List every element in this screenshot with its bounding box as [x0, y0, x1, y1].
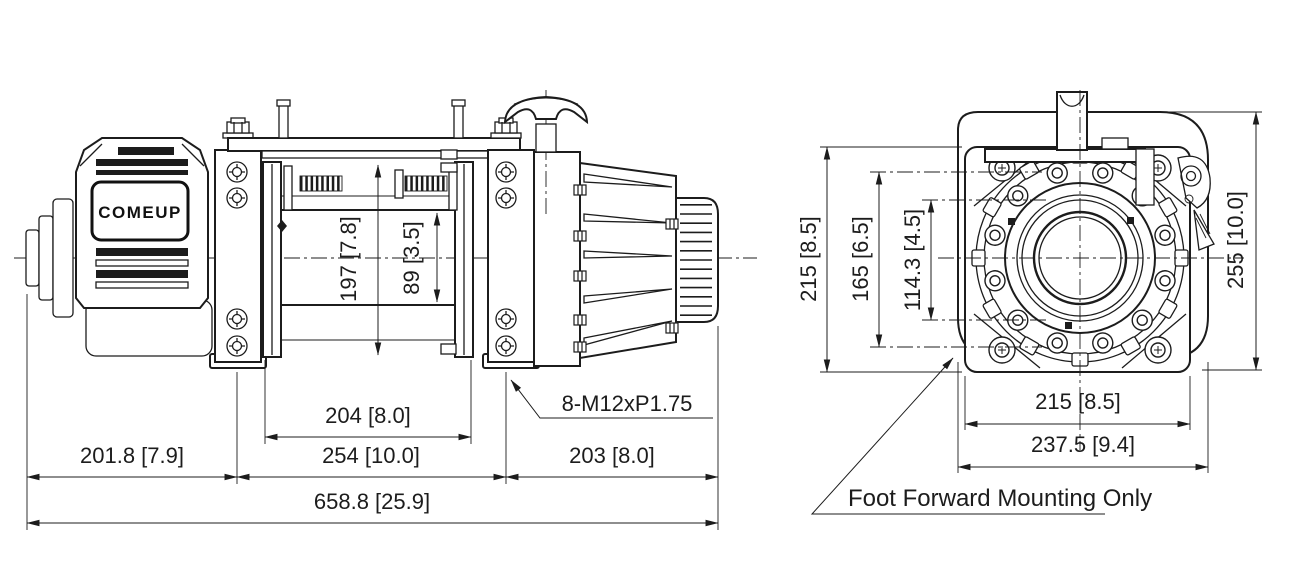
fairlead-stud [278, 103, 289, 139]
bolt-callout-leader [510, 379, 713, 419]
right-plate-body [487, 149, 535, 363]
dim-215-vertical: 215 [8.5] [796, 216, 821, 302]
dim-89: 89 [3.5] [399, 221, 424, 294]
motor-vent-slat [96, 159, 188, 166]
tie-bar-end-flange [1135, 148, 1155, 206]
cooling-fin [583, 213, 673, 224]
motor-vent-slat [96, 248, 188, 256]
flange-bolt [573, 314, 587, 326]
cooling-fin [583, 288, 673, 304]
motor-vent-slat [96, 170, 188, 175]
dim-255: 255 [10.0] [1223, 191, 1248, 289]
tab-wedge [1193, 209, 1215, 251]
flange-bolt [573, 184, 587, 196]
plate-bolt [226, 187, 248, 209]
clutch-stem [535, 123, 557, 153]
spring-outline [299, 175, 343, 192]
plate-bolt [495, 161, 517, 183]
plate-bolt [226, 161, 248, 183]
motor-vent-slat [118, 147, 174, 155]
motor-cap-flange [38, 215, 54, 301]
cooling-fin [583, 173, 673, 188]
dim-215-horizontal: 215 [8.5] [1035, 389, 1121, 414]
flange-bolt [573, 270, 587, 282]
side-view: COMEUP [14, 90, 757, 530]
end-view: 215 [8.5] 165 [6.5] 114.3 [4.5] 255 [10.… [796, 90, 1262, 515]
corner-bolt [1144, 336, 1172, 364]
motor-vent-slat [96, 270, 188, 278]
gearbox-block [533, 151, 581, 367]
cooling-fin [583, 250, 673, 259]
clutch-t-handle [503, 95, 589, 125]
spring-outline [404, 175, 448, 192]
tie-bar-bolt-block [1101, 137, 1129, 150]
flange-bolt [573, 230, 587, 242]
flange-bolt [573, 341, 587, 353]
fairlead-stud [453, 103, 464, 139]
left-side-plate [209, 117, 267, 369]
tab-outline [1177, 155, 1211, 209]
brand-plate [90, 180, 190, 242]
tie-rod-hex-nut [222, 117, 254, 139]
tab-small-hole [1184, 194, 1194, 204]
brand-label: COMEUP [98, 203, 182, 222]
plate-bolt [495, 308, 517, 330]
plate-bolt [226, 335, 248, 357]
bolt-callout: 8-M12xP1.75 [562, 391, 693, 416]
dim-254: 254 [10.0] [322, 443, 420, 468]
tab-hole-inner [1185, 170, 1197, 182]
drum-block [440, 343, 457, 355]
motor-can [52, 198, 74, 318]
clutch-bracket [1056, 91, 1088, 151]
corner-bolt [988, 336, 1016, 364]
motor-end-cap [25, 229, 40, 287]
mounting-note: Foot Forward Mounting Only [848, 485, 1152, 512]
dim-203: 203 [8.0] [569, 443, 655, 468]
plate-bolt [226, 308, 248, 330]
drum [262, 149, 474, 358]
top-tie-bar [227, 99, 521, 159]
dim-658.8: 658.8 [25.9] [314, 489, 430, 514]
gear-housing [503, 90, 719, 367]
weld-mark [277, 220, 287, 232]
side-tab [1177, 155, 1215, 251]
cap-bolt [665, 218, 679, 230]
mounting-note-leader [810, 357, 1105, 515]
right-side-plate [482, 117, 540, 369]
key-mark [1008, 218, 1015, 225]
motor-vent-slat [95, 259, 189, 267]
dim-201.8: 201.8 [7.9] [80, 443, 184, 468]
key-mark [1065, 322, 1072, 329]
drum-block [440, 149, 458, 160]
drum-block [440, 162, 458, 173]
motor-vent-slat [95, 281, 189, 289]
dim-114.3: 114.3 [4.5] [900, 209, 925, 311]
dim-237.5: 237.5 [9.4] [1031, 432, 1135, 457]
stud-cap [451, 99, 466, 107]
wedge-hatch [1195, 213, 1211, 239]
motor-assembly: COMEUP [25, 137, 213, 357]
dim-165: 165 [6.5] [848, 216, 873, 302]
cap-bolt [665, 322, 679, 334]
key-mark [1127, 217, 1134, 224]
side-view-dimensions: 197 [7.8] 89 [3.5] 204 [8.0] 201.8 [7.9]… [26, 164, 719, 530]
stud-cap [276, 99, 291, 107]
tie-bar [227, 137, 521, 152]
spring-bracket [394, 169, 404, 199]
end-view-dimensions: 215 [8.5] 165 [6.5] 114.3 [4.5] 255 [10.… [796, 111, 1262, 515]
handle-top-line [513, 97, 579, 105]
end-top-bracket [984, 91, 1155, 206]
plate-bolt [495, 335, 517, 357]
spring-bracket [283, 165, 293, 211]
fin-housing [579, 161, 677, 360]
tab-hole [1180, 165, 1202, 187]
housing-facet-lines [79, 143, 205, 167]
dim-197: 197 [7.8] [336, 216, 361, 302]
clutch-bracket-notch [1059, 94, 1085, 107]
plate-bolt [495, 187, 517, 209]
dim-204: 204 [8.0] [325, 403, 411, 428]
